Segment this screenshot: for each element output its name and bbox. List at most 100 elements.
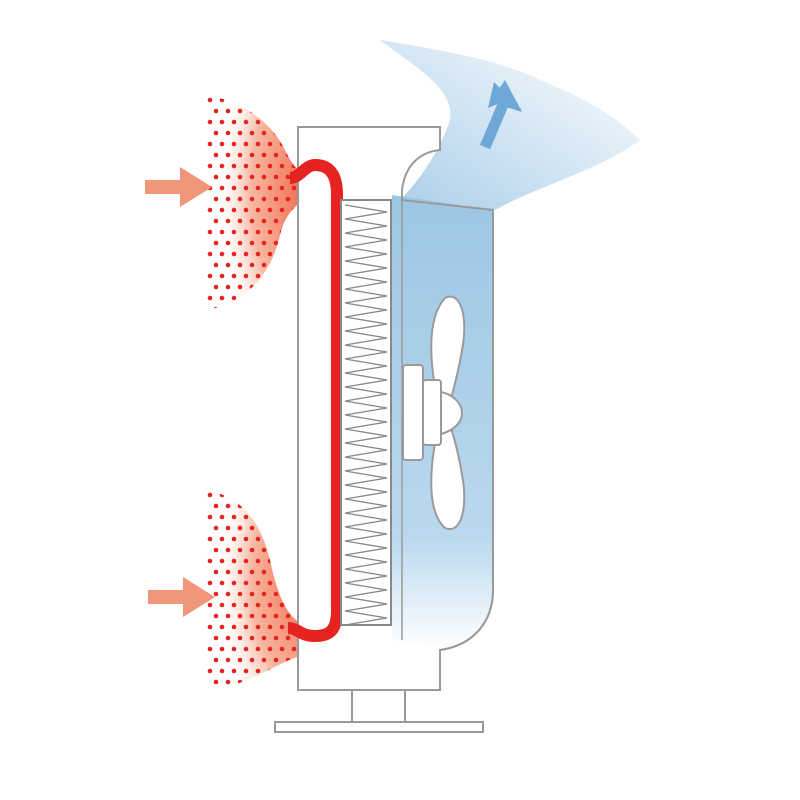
air-particle bbox=[213, 613, 219, 619]
air-particle bbox=[261, 591, 267, 597]
air-particle bbox=[279, 624, 285, 630]
fan-icon bbox=[402, 295, 466, 530]
air-particle bbox=[213, 262, 219, 268]
outflow-arrow-icon bbox=[479, 80, 522, 150]
air-particle bbox=[279, 536, 285, 542]
air-particle bbox=[273, 152, 279, 158]
air-particle bbox=[225, 591, 231, 597]
air-particle bbox=[243, 558, 249, 564]
air-particle bbox=[219, 558, 225, 564]
air-particle bbox=[273, 196, 279, 202]
air-particle bbox=[267, 185, 273, 191]
air-particle bbox=[249, 152, 255, 158]
air-particle bbox=[267, 163, 273, 169]
air-particle bbox=[255, 119, 261, 125]
air-particle bbox=[237, 262, 243, 268]
air-particle bbox=[285, 284, 291, 290]
air-particle bbox=[207, 207, 213, 213]
air-particle bbox=[273, 547, 279, 553]
air-particle bbox=[279, 492, 285, 498]
air-particle bbox=[231, 97, 237, 103]
air-particle bbox=[249, 635, 255, 641]
air-particle bbox=[243, 536, 249, 542]
air-particle bbox=[255, 185, 261, 191]
air-particle bbox=[243, 97, 249, 103]
air-particle bbox=[237, 108, 243, 114]
air-particle bbox=[285, 591, 291, 597]
air-particle bbox=[267, 207, 273, 213]
air-particle bbox=[243, 602, 249, 608]
air-particle bbox=[219, 119, 225, 125]
air-particle bbox=[237, 130, 243, 136]
air-particle bbox=[207, 668, 213, 674]
air-particle bbox=[279, 185, 285, 191]
air-particle bbox=[291, 97, 297, 103]
air-particle bbox=[213, 284, 219, 290]
air-particle bbox=[291, 514, 297, 520]
air-particle bbox=[243, 624, 249, 630]
air-particle bbox=[255, 251, 261, 257]
air-particle bbox=[213, 547, 219, 553]
air-particle bbox=[273, 240, 279, 246]
air-particle bbox=[279, 295, 285, 301]
air-particle bbox=[207, 141, 213, 147]
air-particle bbox=[219, 492, 225, 498]
air-particle bbox=[273, 262, 279, 268]
air-particle bbox=[261, 108, 267, 114]
air-particle bbox=[285, 306, 291, 310]
air-particle bbox=[237, 547, 243, 553]
air-particle bbox=[225, 547, 231, 553]
air-particle bbox=[255, 273, 261, 279]
air-particle bbox=[213, 196, 219, 202]
air-particle bbox=[243, 295, 249, 301]
air-particle bbox=[219, 580, 225, 586]
air-particle bbox=[285, 108, 291, 114]
air-particle bbox=[285, 262, 291, 268]
air-particle bbox=[267, 273, 273, 279]
air-particle bbox=[225, 635, 231, 641]
air-particle bbox=[279, 273, 285, 279]
air-particle bbox=[291, 536, 297, 542]
air-particle bbox=[291, 141, 297, 147]
air-particle bbox=[243, 163, 249, 169]
air-particle bbox=[237, 503, 243, 509]
intake-air-cloud-top bbox=[205, 95, 305, 310]
air-particle bbox=[213, 591, 219, 597]
air-particle bbox=[285, 196, 291, 202]
air-particle bbox=[249, 130, 255, 136]
air-particle bbox=[255, 163, 261, 169]
air-particle bbox=[243, 514, 249, 520]
air-particle bbox=[249, 613, 255, 619]
air-particle bbox=[219, 602, 225, 608]
air-particle bbox=[243, 185, 249, 191]
air-particle bbox=[261, 525, 267, 531]
air-particle bbox=[255, 580, 261, 586]
air-particle bbox=[261, 130, 267, 136]
air-particle bbox=[267, 492, 273, 498]
air-particle bbox=[249, 547, 255, 553]
air-particle bbox=[213, 679, 219, 685]
air-particle bbox=[267, 558, 273, 564]
air-particle bbox=[255, 207, 261, 213]
air-particle bbox=[261, 635, 267, 641]
air-particle bbox=[285, 525, 291, 531]
intake-air-cloud-bottom bbox=[205, 490, 305, 690]
air-particle bbox=[237, 525, 243, 531]
air-particle bbox=[231, 668, 237, 674]
air-particle bbox=[225, 613, 231, 619]
air-particle bbox=[243, 119, 249, 125]
air-particle bbox=[207, 558, 213, 564]
air-particle bbox=[255, 668, 261, 674]
air-particle bbox=[267, 229, 273, 235]
air-particle bbox=[273, 174, 279, 180]
air-particle bbox=[243, 646, 249, 652]
air-particle bbox=[273, 569, 279, 575]
air-particle bbox=[261, 569, 267, 575]
air-particle bbox=[213, 108, 219, 114]
air-particle bbox=[225, 196, 231, 202]
air-particle bbox=[213, 503, 219, 509]
air-particle bbox=[279, 229, 285, 235]
air-particle bbox=[285, 635, 291, 641]
air-particle bbox=[237, 569, 243, 575]
air-particle bbox=[261, 613, 267, 619]
